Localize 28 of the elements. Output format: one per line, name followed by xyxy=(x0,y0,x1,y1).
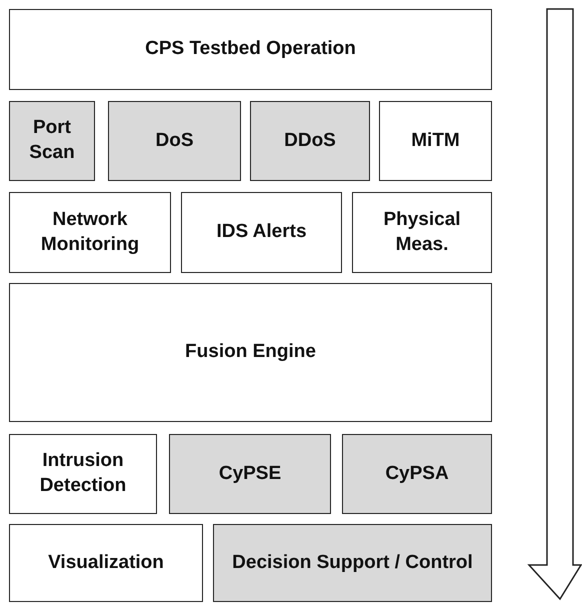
box-label: Visualization xyxy=(47,550,165,575)
layer-box xyxy=(352,192,492,273)
layer-box xyxy=(9,9,492,90)
box-label: CyPSE xyxy=(218,462,282,486)
layer-box xyxy=(250,101,370,181)
layer-box xyxy=(379,101,492,181)
layer-box xyxy=(342,434,492,514)
box-label: MiTM xyxy=(410,128,461,153)
layer-box xyxy=(9,283,492,422)
box-label: Physical Meas. xyxy=(382,208,462,256)
layer-box xyxy=(9,192,171,273)
box-label: Decision Support / Control xyxy=(231,550,474,575)
box-label: IDS Alerts xyxy=(215,220,308,244)
box-label: Network Monitoring xyxy=(40,208,140,256)
box-label: Fusion Engine xyxy=(184,340,317,364)
layer-box xyxy=(213,524,492,602)
layer-box xyxy=(9,434,157,514)
layer-box xyxy=(9,101,95,181)
box-label: DoS xyxy=(154,128,194,153)
layer-box xyxy=(181,192,342,273)
box-label: DDoS xyxy=(283,128,337,153)
box-label: Intrusion Detection xyxy=(38,449,128,498)
layer-box xyxy=(108,101,241,181)
box-label: CyPSA xyxy=(384,462,450,486)
layer-box xyxy=(169,434,331,514)
box-label: CPS Testbed Operation xyxy=(144,37,357,62)
layer-box xyxy=(9,524,203,602)
box-label: Port Scan xyxy=(28,116,76,165)
